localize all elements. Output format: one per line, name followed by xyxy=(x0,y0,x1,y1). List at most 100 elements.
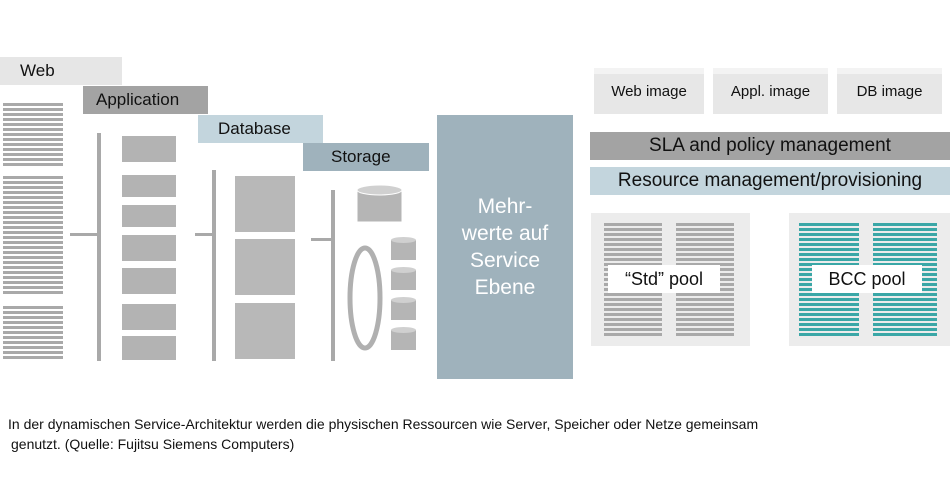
bcc-pool-blade xyxy=(799,263,859,266)
web-server-blade xyxy=(3,163,63,166)
application-server xyxy=(122,205,176,227)
web-server-blade xyxy=(3,271,63,274)
bcc-pool-blade xyxy=(799,318,859,321)
application-server-stack xyxy=(122,136,176,360)
web-server-blade xyxy=(3,158,63,161)
bcc-pool-blade xyxy=(873,243,937,246)
web-server-blade xyxy=(3,276,63,279)
std-pool-blade xyxy=(604,298,662,301)
std-pool-blade xyxy=(604,303,662,306)
database-server xyxy=(235,303,295,359)
web-server-blade xyxy=(3,351,63,354)
std-pool-blade xyxy=(604,323,662,326)
web-server-blade xyxy=(3,336,63,339)
web-server-blade xyxy=(3,241,63,244)
tier-application-label: Application xyxy=(96,90,180,109)
db-image-label: DB image xyxy=(856,82,923,100)
std-pool-blade xyxy=(604,238,662,241)
figure-caption: In der dynamischen Service-Architektur w… xyxy=(8,414,938,454)
application-server xyxy=(122,304,176,330)
database-server xyxy=(235,176,295,232)
web-server-blade xyxy=(3,113,63,116)
storage-disk xyxy=(391,330,416,350)
database-server xyxy=(235,239,295,295)
connector-line xyxy=(212,170,216,361)
std-pool: “Std” pool xyxy=(591,213,750,346)
bcc-pool-blade xyxy=(873,298,937,301)
bcc-pool-blade xyxy=(799,323,859,326)
bcc-pool-blade xyxy=(873,253,937,256)
bcc-pool-blade xyxy=(799,333,859,336)
storage-disks xyxy=(391,237,416,350)
bcc-pool-blade xyxy=(873,293,937,296)
web-server-blade xyxy=(3,181,63,184)
tier-storage-label: Storage xyxy=(331,147,391,166)
web-server-blade xyxy=(3,321,63,324)
application-server xyxy=(122,268,176,294)
database-server-stack xyxy=(235,176,295,359)
std-pool-blade xyxy=(676,223,734,226)
std-pool-blade xyxy=(604,263,662,266)
bcc-pool-blade xyxy=(799,298,859,301)
std-pool-blade xyxy=(604,318,662,321)
bcc-pool-blade xyxy=(799,238,859,241)
std-pool-blade xyxy=(604,293,662,296)
web-server-blade xyxy=(3,346,63,349)
std-pool-blade xyxy=(676,308,734,311)
web-server-blade xyxy=(3,108,63,111)
std-pool-blade xyxy=(604,308,662,311)
connector-line xyxy=(195,233,215,236)
center-line-1: Mehr- xyxy=(477,195,533,218)
web-server-blade xyxy=(3,148,63,151)
application-server xyxy=(122,336,176,360)
std-pool-blade xyxy=(676,263,734,266)
std-pool-blade xyxy=(676,233,734,236)
bcc-pool-blade xyxy=(799,293,859,296)
std-pool-blade xyxy=(676,318,734,321)
std-pool-blade xyxy=(676,293,734,296)
tier-storage: Storage xyxy=(303,143,429,171)
web-server-blade xyxy=(3,231,63,234)
web-server-blade xyxy=(3,311,63,314)
bcc-pool-blade xyxy=(873,223,937,226)
application-server xyxy=(122,235,176,261)
std-pool-blade xyxy=(676,328,734,331)
std-pool-blade xyxy=(604,313,662,316)
web-server-blade xyxy=(3,281,63,284)
connector-line xyxy=(331,190,335,361)
service-level-box: Mehr- werte auf Service Ebene xyxy=(437,115,573,379)
bcc-pool-blade xyxy=(873,333,937,336)
std-pool-blade xyxy=(604,258,662,261)
storage-disk-top xyxy=(391,297,416,303)
bcc-pool-blade xyxy=(799,253,859,256)
web-server-blade xyxy=(3,138,63,141)
bcc-pool-blade xyxy=(873,328,937,331)
bcc-pool-blade xyxy=(799,258,859,261)
tier-web: Web xyxy=(0,57,122,85)
connector-line xyxy=(311,238,333,241)
application-server xyxy=(122,175,176,197)
std-pool-blade xyxy=(676,313,734,316)
std-pool-blade xyxy=(676,238,734,241)
web-server-blade xyxy=(3,251,63,254)
web-server-blade xyxy=(3,261,63,264)
std-pool-blade xyxy=(604,223,662,226)
sla-policy-label: SLA and policy management xyxy=(649,135,891,156)
std-pool-blade xyxy=(676,228,734,231)
std-pool-blade xyxy=(676,323,734,326)
std-pool-blade xyxy=(676,253,734,256)
web-server-blade xyxy=(3,266,63,269)
storage-disk-top xyxy=(391,267,416,273)
bcc-pool-blade xyxy=(799,243,859,246)
std-pool-blade xyxy=(604,328,662,331)
web-server-blade xyxy=(3,291,63,294)
web-server-blade xyxy=(3,256,63,259)
db-image-box: DB image xyxy=(837,68,942,114)
storage-disk xyxy=(391,240,416,260)
bcc-pool-blade xyxy=(799,223,859,226)
application-server xyxy=(122,136,176,162)
storage-disk-top xyxy=(391,237,416,243)
bcc-pool-blade xyxy=(799,308,859,311)
web-server-blade xyxy=(3,236,63,239)
web-image-box: Web image xyxy=(594,68,704,114)
